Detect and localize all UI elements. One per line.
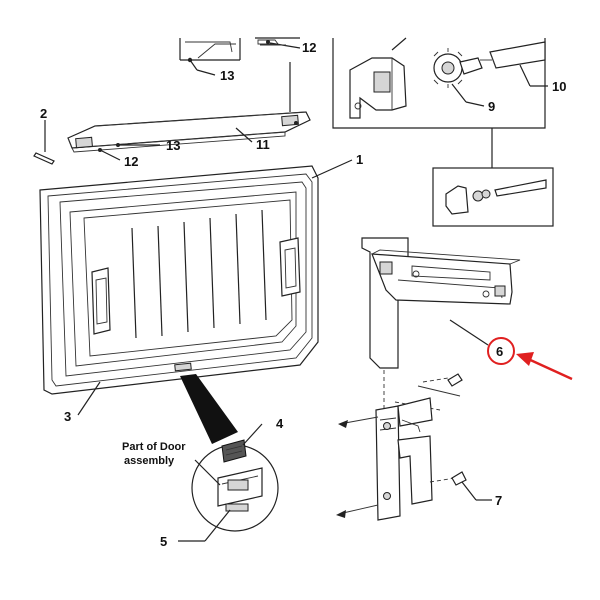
callout-5: 5 bbox=[160, 534, 167, 549]
callout-1: 1 bbox=[356, 152, 363, 167]
small-inset bbox=[432, 167, 554, 227]
top-right-inset bbox=[332, 37, 548, 168]
callout-2: 2 bbox=[40, 106, 47, 121]
callout-7: 7 bbox=[495, 493, 502, 508]
door-bracket-assembly bbox=[336, 237, 521, 521]
callout-6: 6 bbox=[496, 344, 503, 359]
hinge-pin bbox=[33, 120, 55, 165]
callout-12-bottom: 12 bbox=[124, 154, 138, 169]
door-trim-bar bbox=[67, 111, 311, 161]
callout-10: 10 bbox=[552, 79, 566, 94]
highlight-part-6 bbox=[487, 337, 573, 381]
door-assembly bbox=[39, 159, 353, 416]
note-line-1: Part of Door bbox=[122, 441, 186, 453]
callout-4: 4 bbox=[276, 416, 284, 431]
callout-12-top: 12 bbox=[302, 40, 316, 55]
callout-9: 9 bbox=[488, 99, 495, 114]
callout-11: 11 bbox=[256, 137, 270, 152]
note-line-2: assembly bbox=[124, 455, 175, 467]
magnifier-detail bbox=[178, 374, 279, 542]
callout-3: 3 bbox=[64, 409, 71, 424]
top-hinge-inset bbox=[179, 37, 301, 112]
callout-13-bottom: 13 bbox=[166, 138, 180, 153]
callout-13-top: 13 bbox=[220, 68, 234, 83]
